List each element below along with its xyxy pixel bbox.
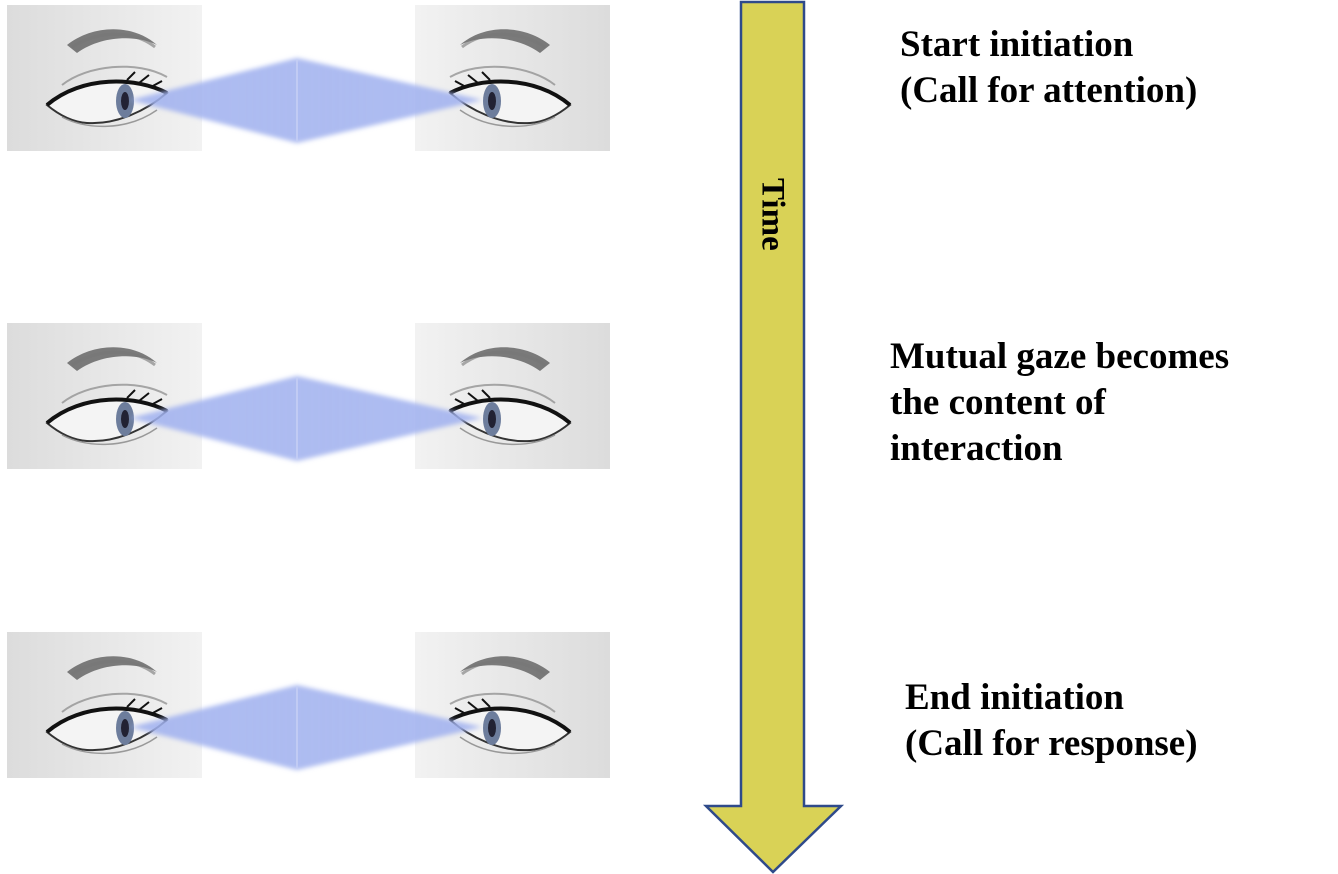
mutual-gaze-illustration — [7, 632, 610, 778]
time-arrow — [702, 0, 845, 874]
gaze-beam — [130, 376, 482, 461]
right-eye-panel — [415, 632, 610, 778]
mutual-gaze-illustration — [7, 5, 610, 151]
mutual-gaze-illustration — [7, 323, 610, 469]
gaze-row-start — [0, 3, 610, 153]
right-eye-panel — [415, 323, 610, 469]
gaze-row-end — [0, 630, 610, 780]
right-eye-panel — [415, 5, 610, 151]
left-eye-panel — [7, 632, 202, 778]
stage-label-start: Start initiation (Call for attention) — [900, 24, 1198, 111]
gaze-beam — [130, 685, 482, 770]
gaze-row-mutual — [0, 321, 610, 471]
gaze-beam — [130, 58, 482, 143]
time-label: Time — [754, 178, 791, 251]
stage-label-mutual-gaze: Mutual gaze becomes the content of inter… — [890, 336, 1230, 469]
left-eye-panel — [7, 323, 202, 469]
left-eye-panel — [7, 5, 202, 151]
stage-label-end: End initiation (Call for response) — [905, 677, 1198, 764]
